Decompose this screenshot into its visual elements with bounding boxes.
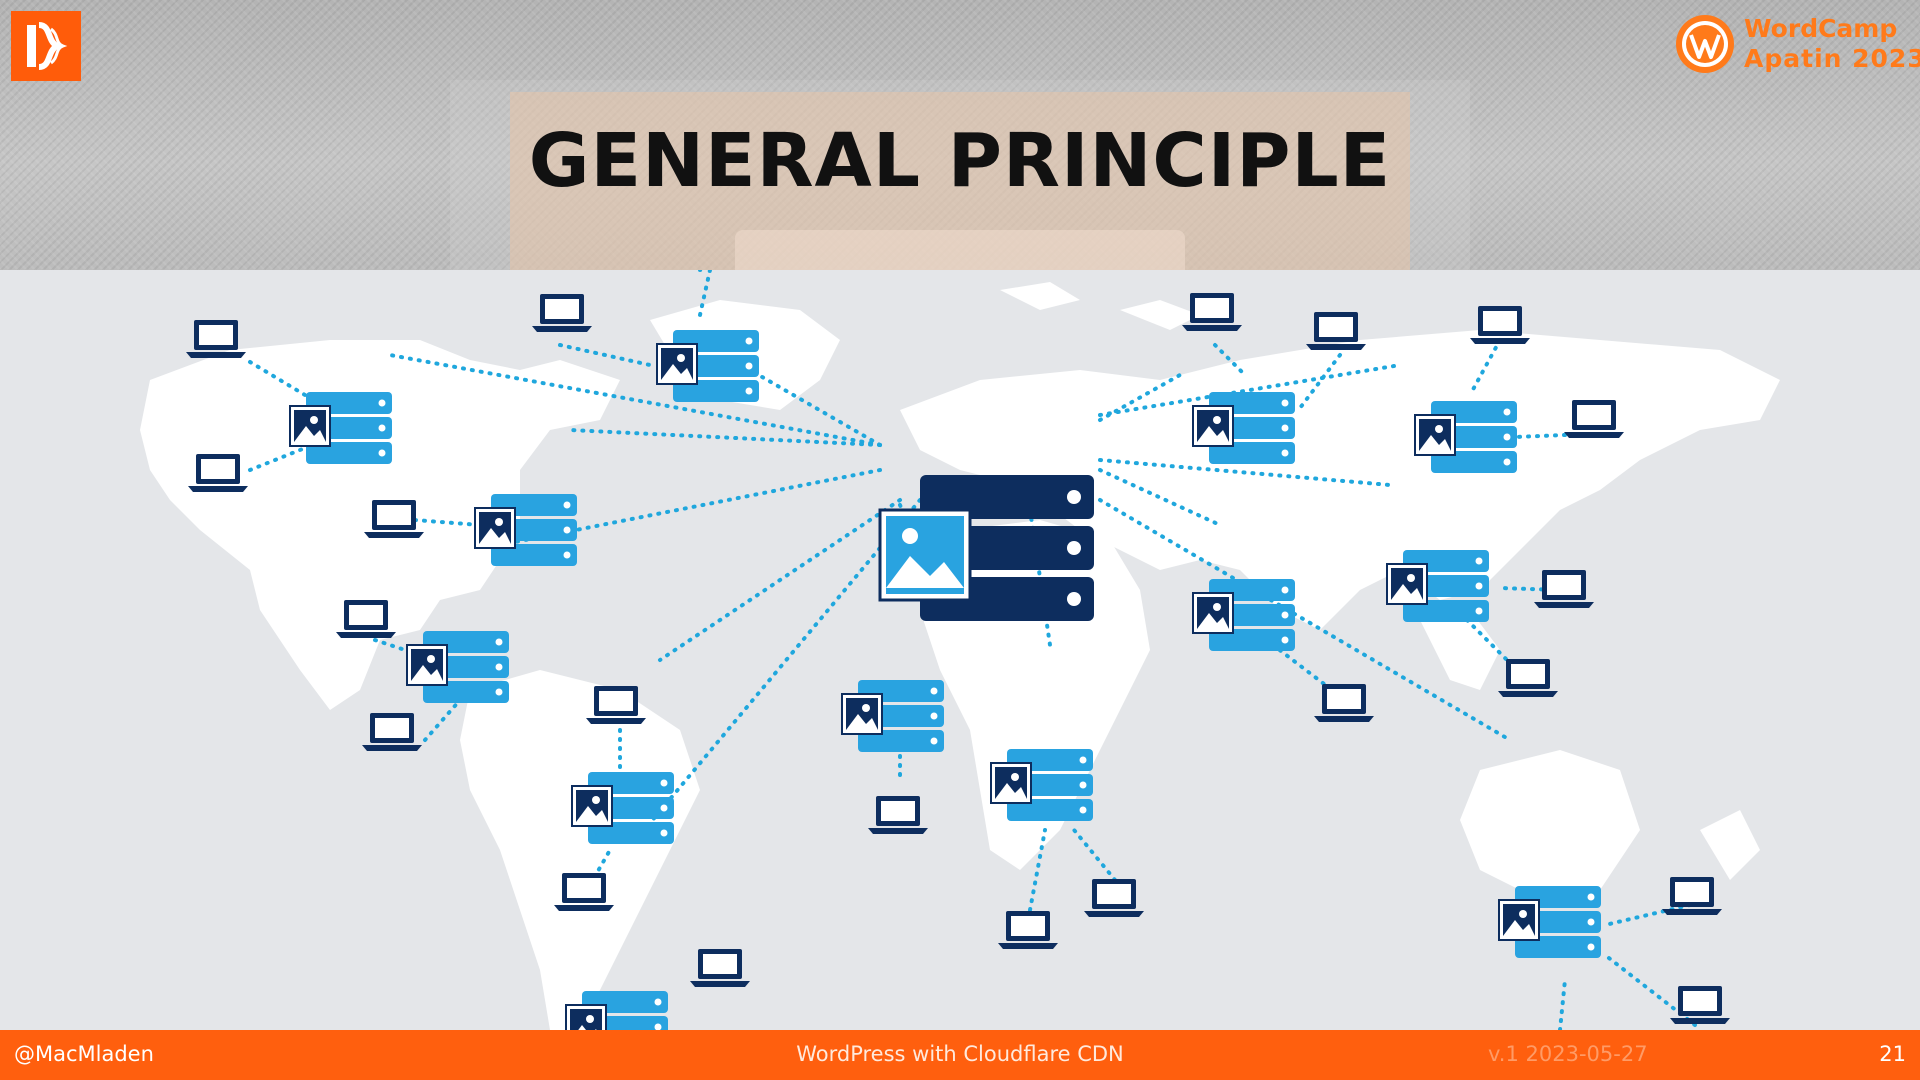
- slide-footer: @MacMladen WordPress with Cloudflare CDN…: [0, 1030, 1920, 1080]
- background-ghost-shape: [735, 230, 1185, 270]
- author-handle: @MacMladen: [14, 1042, 154, 1066]
- cdn-diagram-svg: [140, 270, 1780, 1030]
- origin-server-icon: [878, 475, 1094, 621]
- cdn-world-map-diagram: [0, 270, 1920, 1030]
- wordcamp-logo: WordCamp Apatin 2023: [1674, 10, 1920, 80]
- page-title: GENERAL PRINCIPLE: [528, 118, 1392, 204]
- page-number: 21: [1879, 1042, 1906, 1066]
- wordpress-logo-icon: [1676, 15, 1734, 73]
- event-name-line2: Apatin 2023: [1744, 44, 1920, 73]
- k-logo-icon: [11, 11, 81, 81]
- talk-title: WordPress with Cloudflare CDN: [796, 1042, 1124, 1066]
- slide-header: GENERAL PRINCIPLE WordCamp Apatin 2023: [0, 0, 1920, 270]
- slide-version: v.1 2023-05-27: [1488, 1042, 1648, 1066]
- event-name-line1: WordCamp: [1744, 14, 1898, 43]
